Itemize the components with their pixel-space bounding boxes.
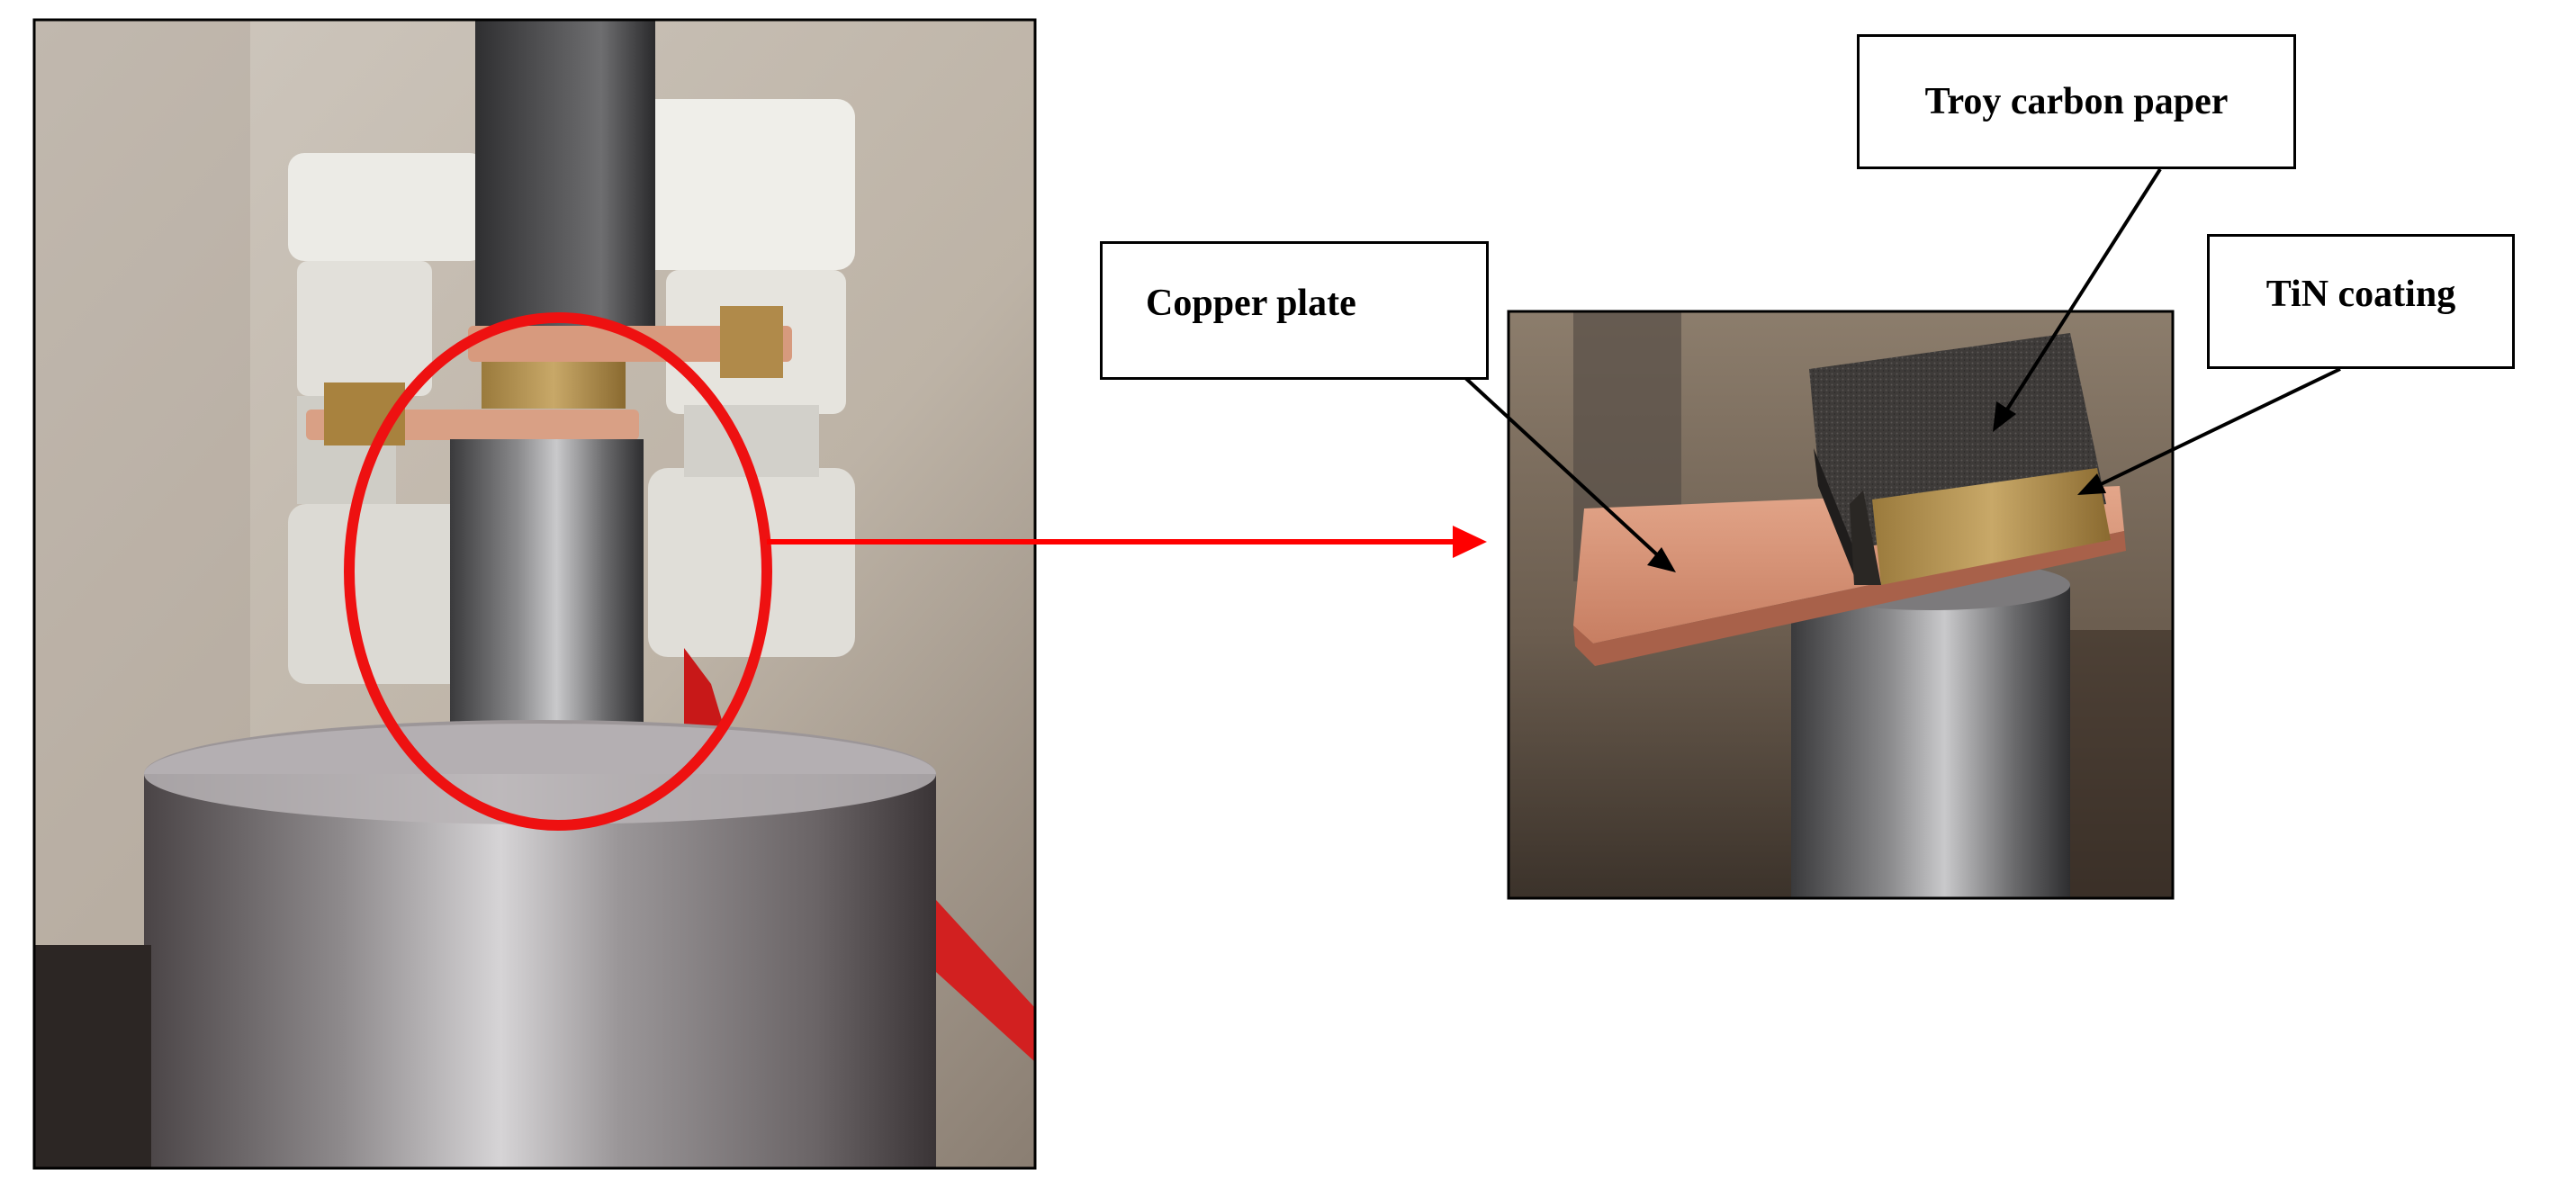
- copper-plate-label: Copper plate: [1100, 241, 1489, 380]
- apparatus-photo-frame: [32, 18, 1037, 1170]
- troy-carbon-paper-label: Troy carbon paper: [1857, 34, 2296, 169]
- highlight-ellipse: [344, 312, 772, 831]
- callout-lines: [1462, 167, 2341, 572]
- tin-coating-label: TiN coating: [2207, 234, 2515, 369]
- apparatus-photo: [34, 20, 1035, 1168]
- closeup-photo-frame: [1507, 310, 2175, 900]
- zoom-arrow: [767, 526, 1487, 558]
- closeup-photo: [1509, 311, 2173, 898]
